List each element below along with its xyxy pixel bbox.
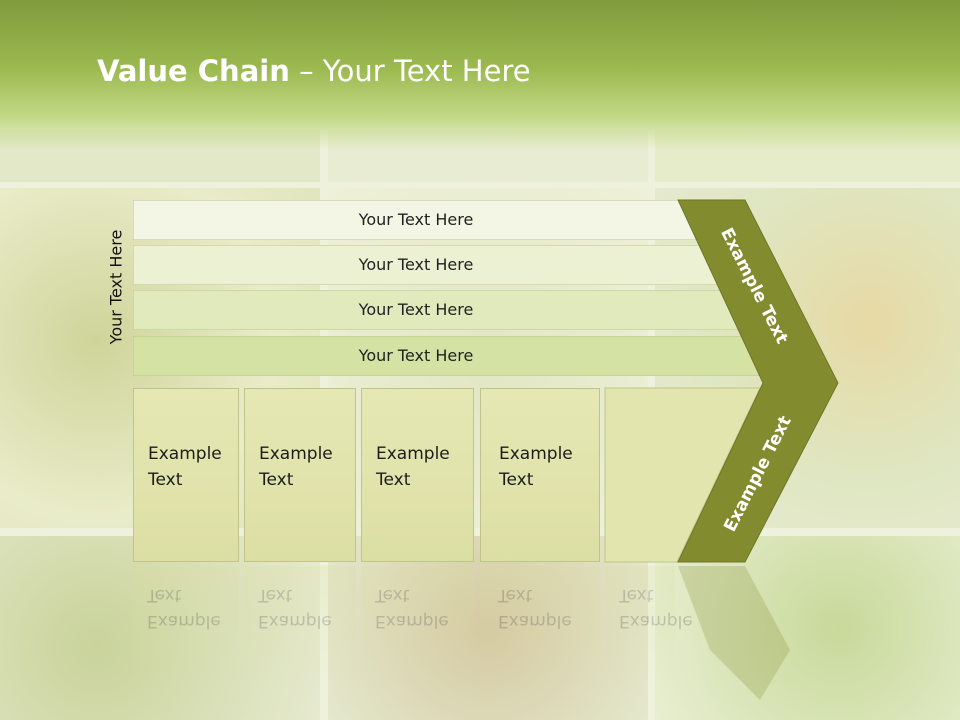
header-band (0, 0, 960, 150)
box-line1: Example (259, 444, 333, 464)
box-line1: Example (376, 444, 450, 464)
box-line2: Text (148, 470, 183, 490)
box-line2: Text (259, 470, 294, 490)
title-bold: Value Chain (97, 54, 290, 88)
bar-4: Your Text Here (133, 336, 767, 376)
bar-3: Your Text Here (133, 290, 745, 330)
chevron-arrow (677, 199, 839, 563)
bar-label: Your Text Here (358, 255, 474, 274)
box-line1: Example (148, 444, 222, 464)
bar-1: Your Text Here (133, 200, 699, 240)
bg-tile (655, 536, 960, 720)
bar-shape (133, 245, 721, 285)
box-line1: Example (499, 444, 573, 464)
box-line2: Text (499, 470, 534, 490)
bg-tile (0, 536, 320, 720)
bar-label: Your Text Here (358, 210, 474, 229)
title-rest: – Your Text Here (289, 54, 531, 88)
bar-shape (133, 200, 699, 240)
box-line2: Text (376, 470, 411, 490)
bar-2: Your Text Here (133, 245, 723, 285)
box-5-shape (604, 387, 761, 563)
chevron-reflection (678, 566, 790, 700)
slide-title: Value Chain – Your Text Here (97, 54, 531, 88)
bar-label: Your Text Here (358, 300, 474, 319)
bar-shape (133, 290, 743, 330)
bar-shape (133, 336, 764, 376)
bar-label: Your Text Here (358, 346, 474, 365)
bg-tile (328, 536, 648, 720)
